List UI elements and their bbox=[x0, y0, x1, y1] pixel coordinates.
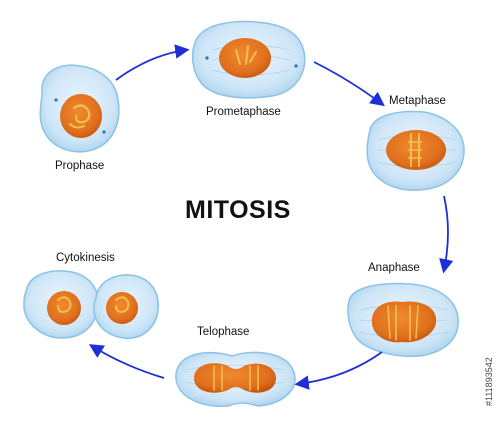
arrow-metaphase-to-anaphase bbox=[439, 195, 454, 274]
label-telophase: Telophase bbox=[197, 326, 250, 338]
arrow-prometaphase-to-metaphase bbox=[313, 61, 385, 107]
prophase-nucleus bbox=[60, 94, 102, 138]
prometaphase-cell bbox=[191, 20, 306, 99]
label-prometaphase: Prometaphase bbox=[206, 106, 281, 118]
prophase-cell bbox=[39, 64, 120, 153]
telophase-cell bbox=[175, 351, 296, 407]
label-cytokinesis: Cytokinesis bbox=[56, 252, 115, 264]
cytokinesis-cells bbox=[23, 270, 160, 339]
label-prophase: Prophase bbox=[55, 160, 105, 172]
label-anaphase: Anaphase bbox=[368, 262, 420, 274]
prometaphase-chromosome bbox=[235, 45, 257, 65]
telophase-chromosomes bbox=[213, 365, 259, 391]
arrow-prophase-to-prometaphase bbox=[115, 44, 190, 81]
anaphase-nucleus bbox=[371, 301, 437, 343]
prometaphase-nucleus bbox=[219, 38, 271, 78]
label-metaphase: Metaphase bbox=[389, 95, 446, 107]
arrow-anaphase-to-telophase bbox=[294, 351, 383, 390]
anaphase-chromosomes bbox=[387, 305, 419, 341]
arrow-telophase-to-cytokinesis bbox=[88, 344, 165, 379]
anaphase-cell bbox=[347, 282, 459, 358]
metaphase-cell bbox=[366, 110, 465, 191]
stock-id: #111893542 bbox=[484, 357, 494, 406]
prophase-chromosome bbox=[72, 104, 91, 124]
diagram-title: MITOSIS bbox=[185, 196, 291, 224]
